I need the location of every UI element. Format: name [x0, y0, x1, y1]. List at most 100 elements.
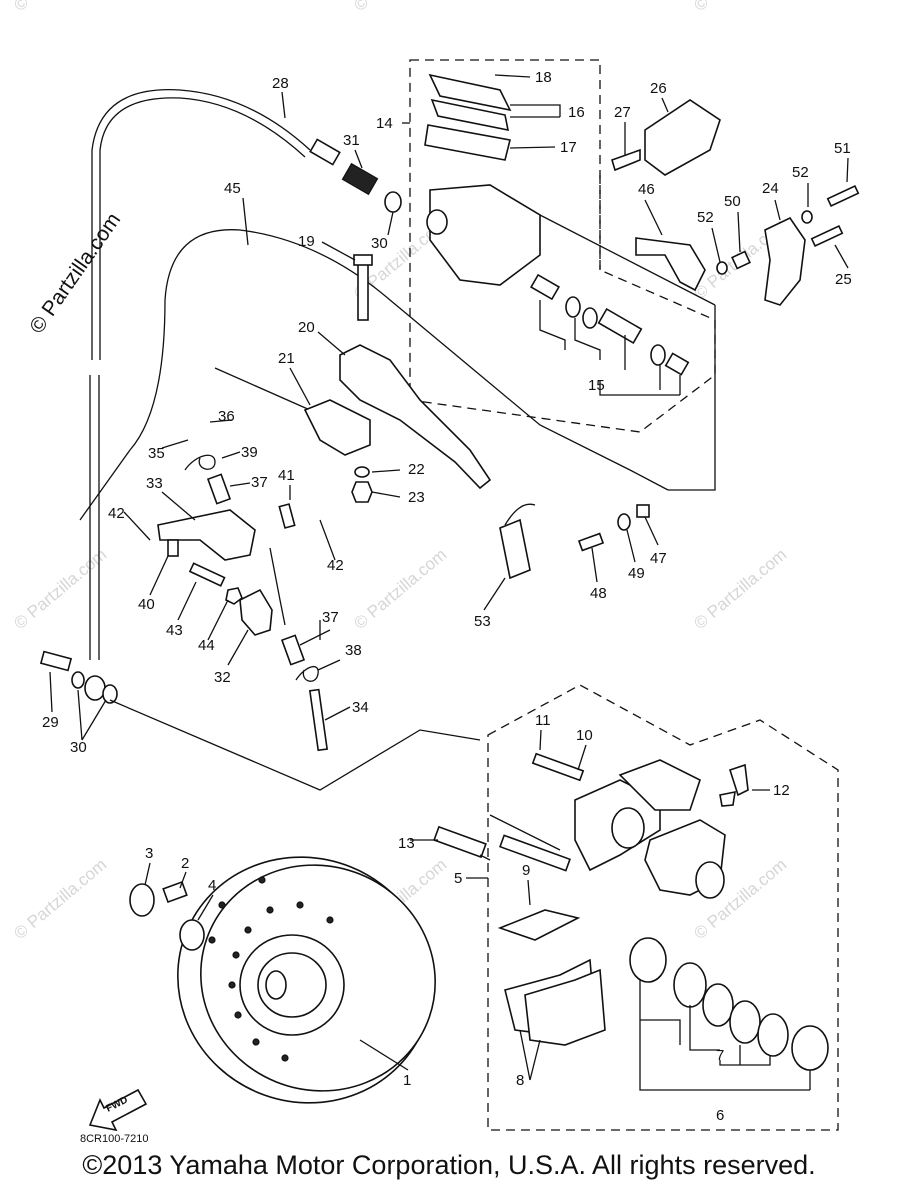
brake-cable: [89, 89, 341, 660]
watermark: © Partzilla.com: [10, 0, 110, 15]
torsion-spring: [295, 666, 319, 682]
callout-label: 20: [298, 319, 315, 336]
circlip: [129, 883, 155, 917]
callout-label: 50: [724, 193, 741, 210]
lever-holder: [303, 399, 371, 456]
callout-label: 16: [568, 104, 585, 121]
banjo-fitting: [84, 675, 106, 701]
callout-label: 26: [650, 80, 667, 97]
callout-label: 36: [218, 408, 235, 425]
watermark: © Partzilla.com: [10, 855, 110, 943]
callout-label: 28: [272, 75, 289, 92]
master-cylinder-group-outline: [409, 59, 716, 433]
copper-washer: [71, 671, 85, 689]
bolt: [810, 224, 844, 248]
banjo-bolt: [39, 650, 73, 672]
callout-label: 46: [638, 181, 655, 198]
callout-label: 8: [516, 1072, 524, 1089]
callout-label: 44: [198, 637, 215, 654]
key: [162, 880, 188, 904]
bolt: [357, 259, 369, 321]
callout-label: 45: [224, 180, 241, 197]
bolt: [826, 184, 860, 208]
callout-label: 35: [148, 445, 165, 462]
caliper: [433, 752, 749, 899]
callout-label: 13: [398, 835, 415, 852]
bolt: [577, 532, 605, 552]
collar: [636, 504, 650, 518]
bolt-head: [353, 254, 373, 266]
callout-label: 5: [454, 870, 462, 887]
callout-label: 34: [352, 699, 369, 716]
callout-label: 48: [590, 585, 607, 602]
callout-label: 32: [214, 669, 231, 686]
callout-label: 14: [376, 115, 393, 132]
watermark: © Partzilla.com: [350, 545, 450, 633]
collar: [731, 250, 751, 270]
master-cylinder: [424, 73, 541, 286]
piston-kit: [530, 273, 690, 376]
caliper-group-outline: [487, 684, 839, 1131]
washer: [179, 919, 205, 951]
callout-label: 52: [697, 209, 714, 226]
seal-kit: [629, 937, 829, 1071]
callout-label: 42: [327, 557, 344, 574]
brake-pads: [504, 958, 606, 1046]
callout-label: 24: [762, 180, 779, 197]
watermark-side: © Partzilla.com: [25, 209, 125, 338]
brake-switch: [611, 99, 721, 176]
callout-label: 30: [70, 739, 87, 756]
pin: [280, 634, 306, 666]
callout-label: 29: [42, 714, 59, 731]
washer: [384, 191, 402, 213]
callout-label: 52: [792, 164, 809, 181]
callout-label: 23: [408, 489, 425, 506]
callout-label: 4: [208, 877, 216, 894]
washer: [617, 513, 631, 531]
callout-label: 12: [773, 782, 790, 799]
washer: [801, 210, 813, 224]
callout-label: 19: [298, 233, 315, 250]
callout-label: 33: [146, 475, 163, 492]
piston-kit-leader: [539, 300, 681, 396]
callout-label: 53: [474, 613, 491, 630]
pedal-leader: [539, 214, 716, 491]
pads-leader: [519, 1029, 541, 1081]
pad-spring: [497, 909, 581, 941]
callout-label: 9: [522, 862, 530, 879]
callout-label: 40: [138, 596, 155, 613]
callout-label: 25: [835, 271, 852, 288]
label-leaders: [49, 74, 849, 1071]
callout-label: 2: [181, 855, 189, 872]
callout-label: 17: [560, 139, 577, 156]
callout-label: 30: [371, 235, 388, 252]
callout-label: 31: [343, 132, 360, 149]
parking-arm: [157, 509, 256, 561]
callout-label: 18: [535, 69, 552, 86]
watermark: © Partzilla.com: [10, 545, 110, 633]
callout-label: 49: [628, 565, 645, 582]
callout-label: 21: [278, 350, 295, 367]
brake-lever: [339, 344, 492, 490]
plate: [499, 518, 531, 580]
brake-disc: [177, 856, 436, 1104]
callout-label: 6: [716, 1107, 724, 1124]
watermark: © Partzilla.com: [350, 0, 450, 15]
callout-label: 10: [576, 727, 593, 744]
pin: [206, 473, 232, 505]
callout-label: 51: [834, 140, 851, 157]
callout-label: 1: [403, 1072, 411, 1089]
caliper-leader: [479, 814, 561, 861]
callout-label: 27: [614, 104, 631, 121]
plate-tab: [504, 503, 536, 526]
callout-label: 7: [716, 1047, 724, 1064]
forward-arrow-icon: FWD: [88, 1088, 148, 1132]
copper-washer: [102, 684, 118, 704]
washer: [716, 261, 728, 275]
callout-label: 37: [322, 609, 339, 626]
nut: [225, 587, 243, 605]
callout-label: 15: [588, 377, 605, 394]
torsion-spring: [184, 454, 216, 471]
seal-kit-leader: [639, 980, 811, 1091]
callout-label: 37: [251, 474, 268, 491]
